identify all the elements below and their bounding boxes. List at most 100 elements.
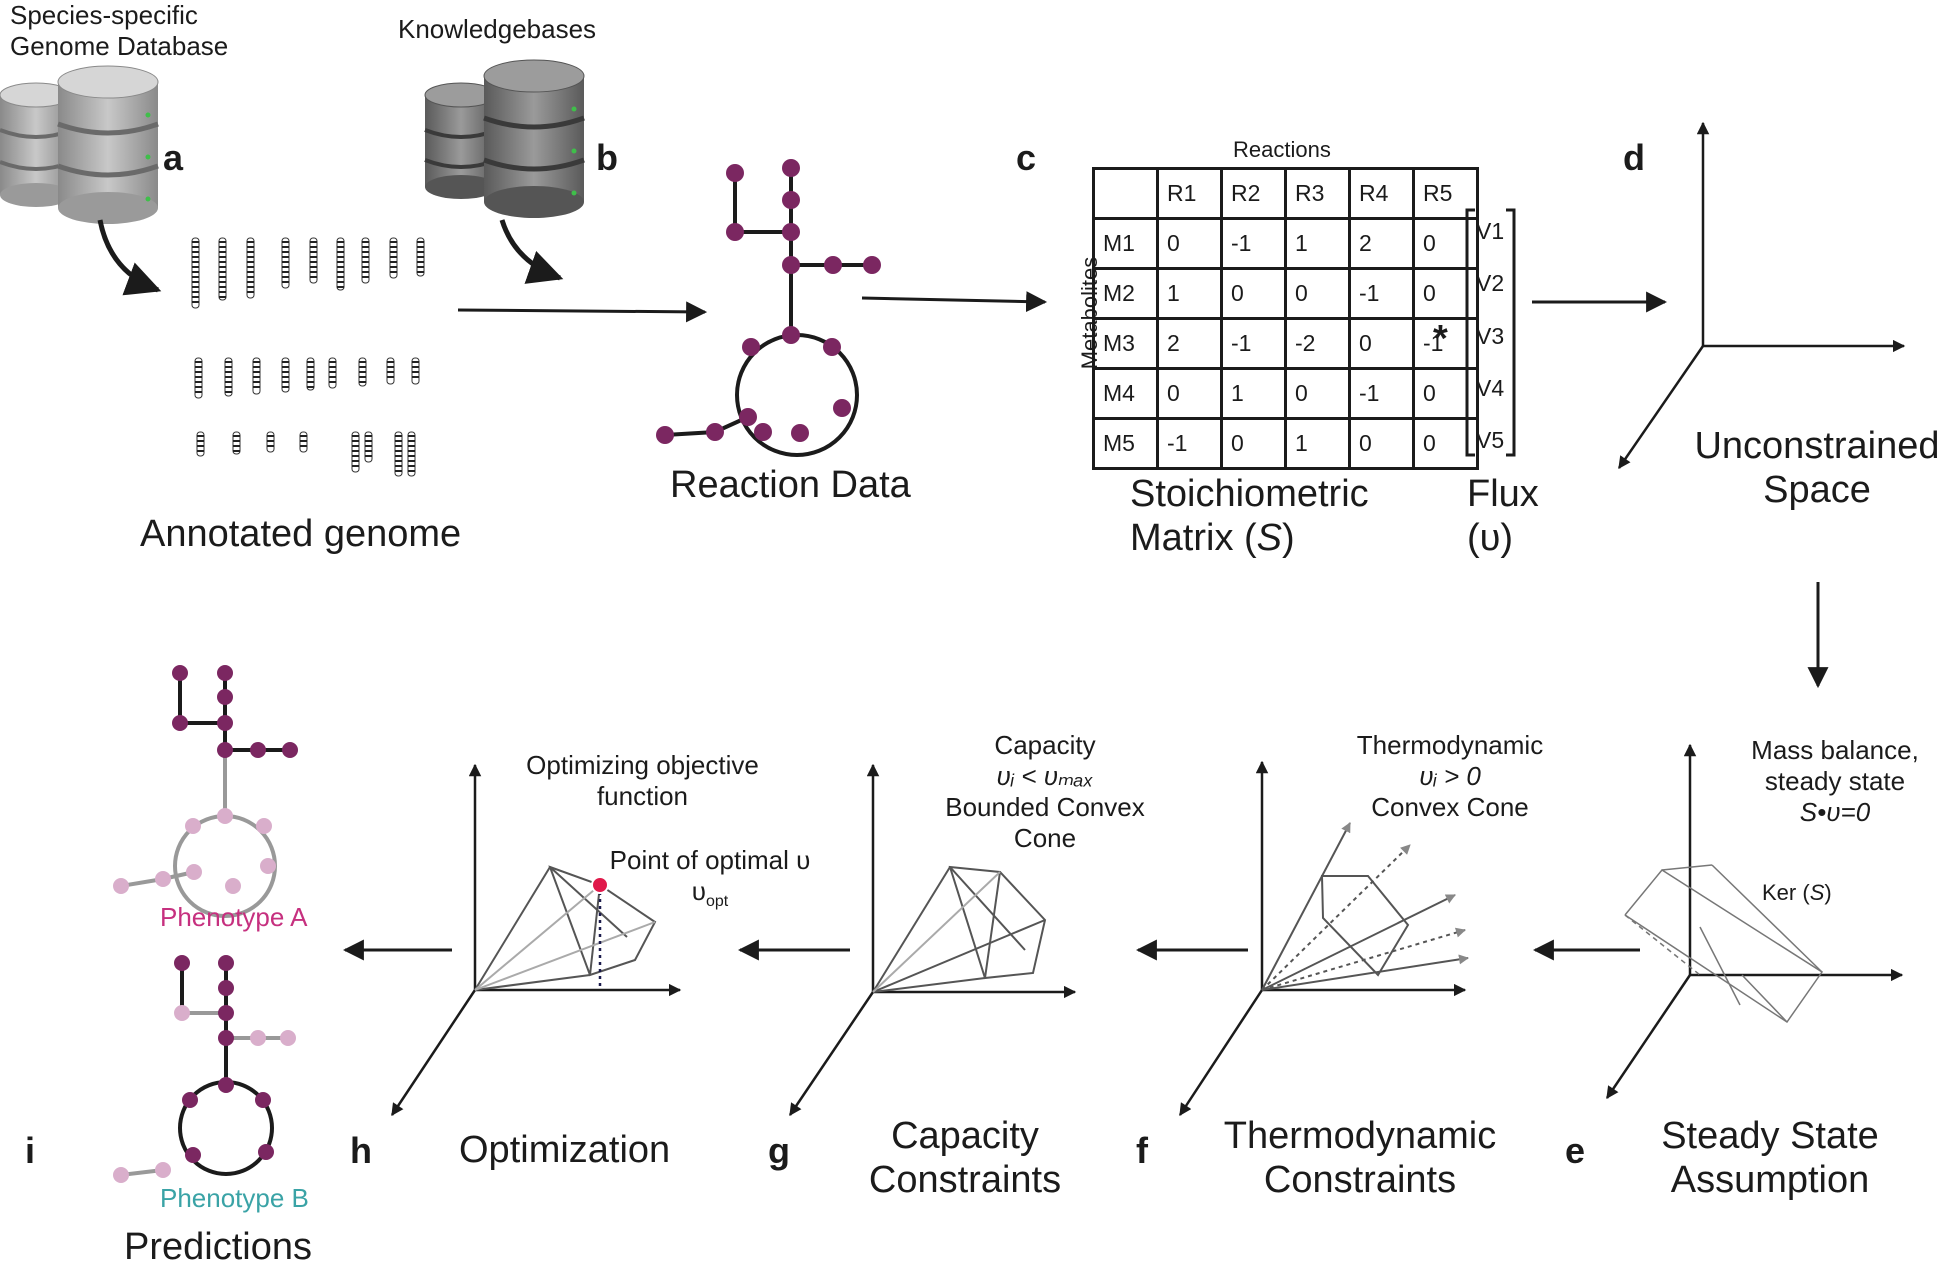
matrix-row-header: M1 (1092, 217, 1159, 270)
stoichiometric-matrix-caption: Stoichiometric Matrix (S) (1130, 472, 1369, 560)
matrix-cell: -2 (1284, 317, 1351, 370)
matrix-col-header: R2 (1220, 167, 1287, 220)
flux-entry: V2 (1476, 270, 1505, 297)
thermodynamic-axes (1178, 760, 1467, 1117)
capacity-annotation: Capacity υᵢ < υₘₐₓ Bounded Convex Cone (930, 730, 1160, 854)
optimization-axes (390, 763, 682, 1117)
matrix-row: M3 2 -1 -2 0 -1 (1092, 317, 1479, 370)
mass-balance-equation: S•υ=0 (1799, 797, 1871, 827)
flux-caption-line1: Flux (1467, 473, 1539, 515)
matrix-cell: 0 (1412, 417, 1479, 470)
stoich-caption-symbol: S (1256, 517, 1283, 559)
genome-database-icon (0, 65, 159, 224)
curved-arrow-b (499, 219, 564, 284)
steady-state-caption: Steady State Assumption (1635, 1114, 1905, 1202)
matrix-cell: -1 (1412, 317, 1479, 370)
matrix-row-header: M3 (1092, 317, 1159, 370)
bounded-cone-shape (872, 865, 1047, 993)
knowledgebase-database-icon (424, 59, 585, 218)
flux-caption-line2: (υ) (1467, 517, 1514, 559)
unconstrained-caption-line2: Space (1763, 469, 1871, 511)
thermo-annotation-title: Thermodynamic (1356, 730, 1544, 760)
matrix-cell: 0 (1412, 267, 1479, 320)
thermodynamic-annotation: Thermodynamic υᵢ > 0 Convex Cone (1330, 730, 1570, 823)
optimal-point-line1: Point of optimal υ (609, 845, 811, 875)
reactions-axis-label: Reactions (1233, 137, 1331, 162)
matrix-col-header: R4 (1348, 167, 1415, 220)
phenotype-b-network-icon (113, 955, 296, 1183)
kernel-label: Ker (S) (1762, 880, 1832, 906)
matrix-col-header: R3 (1284, 167, 1351, 220)
stoich-caption-post: ) (1282, 517, 1295, 559)
matrix-cell: -1 (1348, 267, 1415, 320)
matrix-row-header: M2 (1092, 267, 1159, 320)
matrix-cell: -1 (1348, 367, 1415, 420)
reaction-data-caption: Reaction Data (670, 464, 911, 506)
flux-entry: V3 (1476, 322, 1505, 349)
capacity-caption-line2: Constraints (868, 1159, 1062, 1201)
panel-letter-e: e (1565, 1130, 1586, 1171)
panel-letter-i: i (25, 1130, 36, 1171)
matrix-cell: 1 (1220, 367, 1287, 420)
objective-function-annotation: Optimizing objective function (500, 750, 785, 812)
matrix-cell: 1 (1284, 217, 1351, 270)
unconstrained-space-axes (1617, 121, 1906, 470)
knowledgebases-label: Knowledgebases (398, 14, 597, 44)
unconstrained-space-caption: Unconstrained Space (1690, 424, 1944, 512)
matrix-cell: 0 (1348, 417, 1415, 470)
matrix-cell: -1 (1156, 417, 1223, 470)
panel-letter-f: f (1136, 1130, 1148, 1171)
karyotype-chromosomes-icon (191, 237, 425, 477)
optimal-point-symbol: υ (691, 876, 706, 906)
matrix-row-header: M5 (1092, 417, 1159, 470)
kernel-label-pre: Ker ( (1762, 880, 1810, 905)
matrix-cell: 0 (1412, 217, 1479, 270)
mass-balance-line2: steady state (1764, 766, 1906, 796)
curved-arrow-a (97, 219, 162, 296)
panel-letter-b: b (596, 137, 618, 178)
predictions-caption: Predictions (124, 1226, 312, 1268)
steady-caption-line1: Steady State (1661, 1115, 1879, 1157)
thermo-annotation-equation: υᵢ > 0 (1419, 761, 1481, 791)
thermo-annotation-cone: Convex Cone (1371, 792, 1529, 822)
flux-entry: V4 (1476, 374, 1505, 401)
matrix-row-header: M4 (1092, 367, 1159, 420)
matrix-cell: 0 (1284, 267, 1351, 320)
matrix-row: M2 1 0 0 -1 0 (1092, 267, 1479, 320)
flux-vector: V1 V2 V3 V4 V5 (1476, 218, 1504, 454)
matrix-cell: -1 (1220, 217, 1287, 270)
capacity-axes (788, 763, 1077, 1117)
convex-cone-shape (1261, 822, 1469, 991)
matrix-row: M4 0 1 0 -1 0 (1092, 367, 1479, 420)
matrix-cell: 2 (1348, 217, 1415, 270)
phenotype-a-label: Phenotype A (160, 902, 308, 932)
matrix-cell: 2 (1156, 317, 1223, 370)
steady-caption-line2: Assumption (1670, 1159, 1870, 1201)
phenotype-b-label: Phenotype B (160, 1183, 309, 1213)
thermo-caption-line2: Constraints (1263, 1159, 1457, 1201)
mass-balance-line1: Mass balance, (1751, 735, 1919, 765)
objective-line1: Optimizing objective (526, 750, 759, 780)
matrix-corner-cell (1092, 167, 1159, 220)
optimal-point-line2: υopt (590, 876, 830, 917)
capacity-constraints-caption: Capacity Constraints (840, 1114, 1090, 1202)
panel-letter-g: g (768, 1130, 790, 1171)
stoichiometric-matrix-table: R1 R2 R3 R4 R5 M1 0 -1 1 2 0 M2 1 0 0 -1… (1092, 167, 1479, 470)
optimization-cone-shape (474, 865, 657, 991)
matrix-cell: 0 (1156, 217, 1223, 270)
capacity-caption-line1: Capacity (891, 1115, 1039, 1157)
matrix-cell: 0 (1412, 367, 1479, 420)
capacity-annotation-cone2: Cone (1013, 823, 1077, 853)
matrix-cell: 0 (1284, 367, 1351, 420)
unconstrained-caption-line1: Unconstrained (1694, 425, 1940, 467)
stoich-caption-line2: Matrix (S) (1130, 516, 1369, 560)
panel-letter-a: a (163, 137, 184, 178)
matrix-col-header: R1 (1156, 167, 1223, 220)
phenotype-a-network-icon (113, 665, 298, 918)
matrix-cell: 1 (1156, 267, 1223, 320)
capacity-annotation-equation: υᵢ < υₘₐₓ (996, 761, 1094, 791)
arrow-genome-to-reactions (457, 301, 708, 323)
thermo-caption-line1: Thermodynamic (1223, 1115, 1497, 1157)
kernel-box-shape (1624, 864, 1824, 1024)
